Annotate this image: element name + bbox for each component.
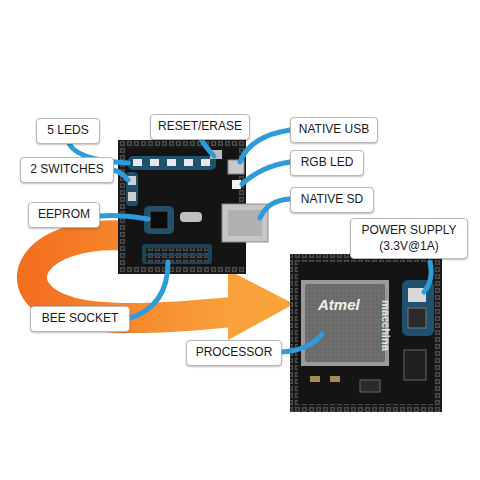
callout-text: 5 LEDS [43,123,93,139]
callout-text: PROCESSOR [193,345,275,361]
callout-text: RGB LED [297,155,357,171]
swap-arrow [32,235,294,340]
callout-box: BEE SOCKET [30,306,130,332]
callout-text: 2 SWITCHES [27,162,107,178]
callout-text: NATIVE USB [297,122,371,138]
callout-box: RGB LED [290,150,364,176]
callout-text: RESET/ERASE [157,119,243,135]
callout-box: RESET/ERASE [150,114,250,140]
callout-box: PROCESSOR [186,340,282,366]
callout-text: BEE SOCKET [37,311,123,327]
callout-box: POWER SUPPLY (3.3V@1A) [350,218,468,259]
callout-box: NATIVE USB [290,117,378,143]
board-marking: Atmel [318,296,360,313]
board-marking: macchina [380,300,392,351]
callout-box: 5 LEDS [36,118,100,144]
callout-box: EEPROM [28,202,100,228]
main-board [290,254,442,412]
shield-board [118,140,268,274]
callout-box: NATIVE SD [290,187,374,213]
callout-text: NATIVE SD [297,192,367,208]
callout-box: 2 SWITCHES [20,157,114,183]
callout-text: POWER SUPPLY (3.3V@1A) [357,223,461,254]
callout-text: EEPROM [35,207,93,223]
